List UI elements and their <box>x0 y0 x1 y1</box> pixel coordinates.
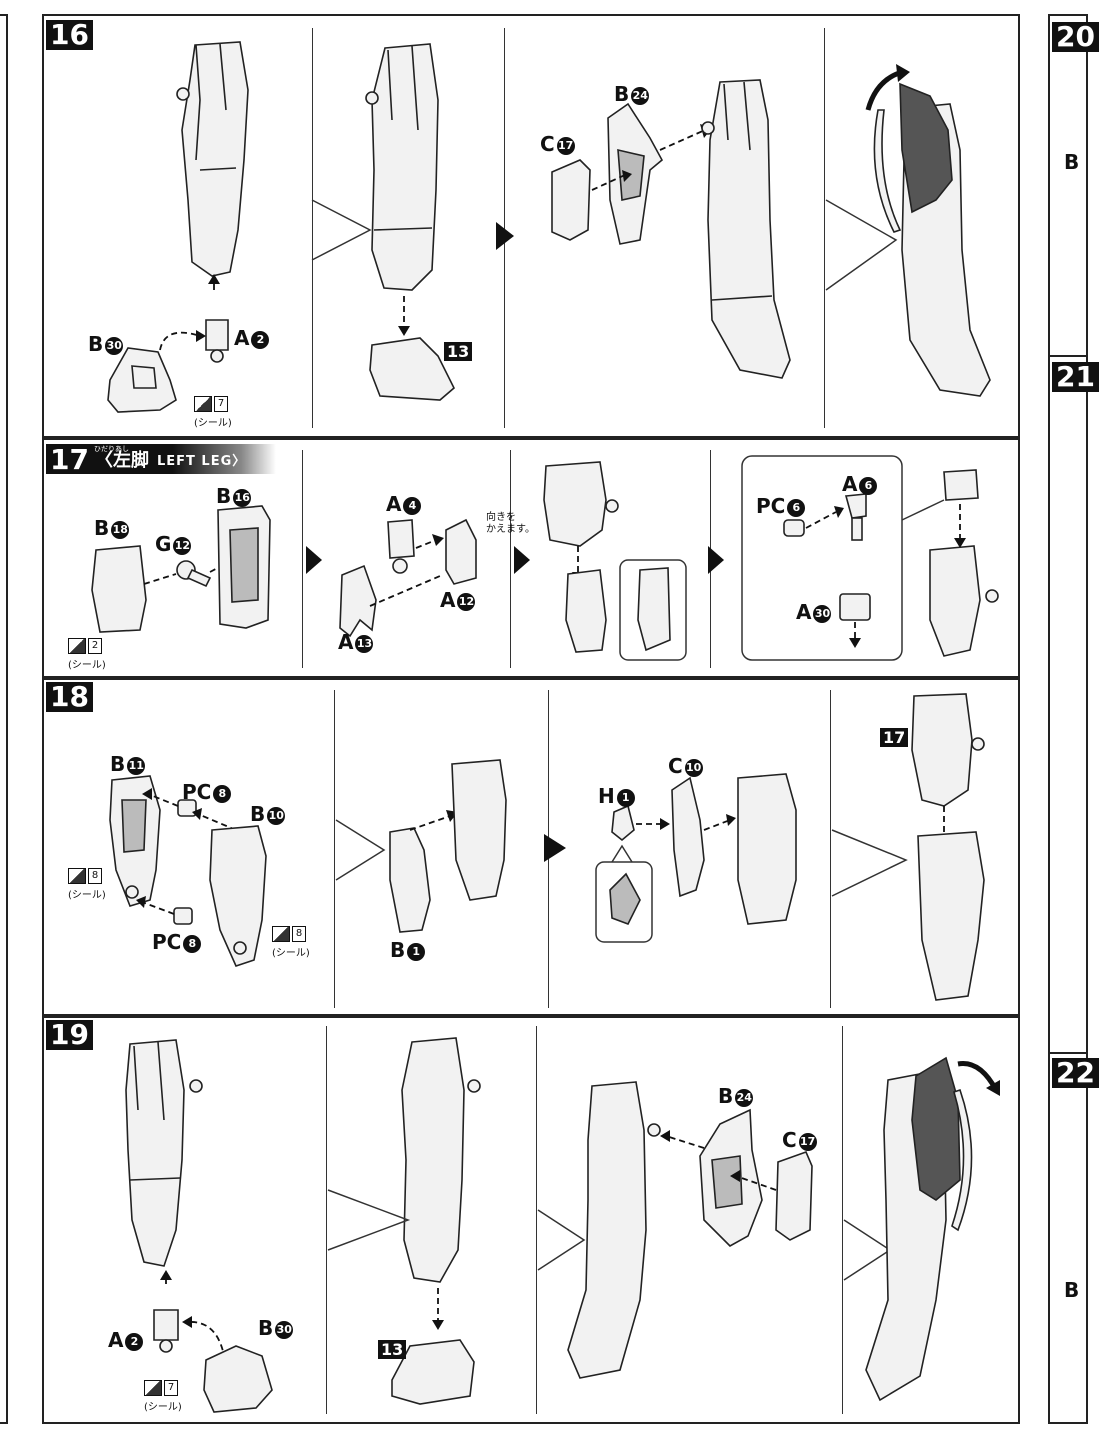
divider <box>536 1026 537 1414</box>
edge-divider-2 <box>1048 1052 1088 1054</box>
rotate-note: 向きを かえます。 <box>486 512 535 535</box>
divider <box>510 450 511 668</box>
seal-7: 7(シール) <box>144 1380 182 1413</box>
step-16-illustration <box>107 41 991 588</box>
seal-8-right: 8(シール) <box>272 926 310 959</box>
step-19-panel <box>42 1016 1020 1424</box>
seal-2: 2(シール) <box>68 638 106 671</box>
edge-label-b2: B <box>1064 1278 1080 1302</box>
divider <box>334 690 335 1008</box>
step-number-21: 21 <box>1052 362 1099 392</box>
step-number-19: 19 <box>46 1020 93 1050</box>
divider <box>326 1026 327 1414</box>
divider <box>504 28 505 428</box>
step-18-panel <box>42 678 1020 1016</box>
divider <box>312 28 313 428</box>
seal-8-left: 8(シール) <box>68 868 106 901</box>
step-number-20: 20 <box>1052 22 1099 52</box>
seal-7: 7(シール) <box>194 396 232 429</box>
divider <box>830 690 831 1008</box>
step-number-16: 16 <box>46 20 93 50</box>
edge-divider-1 <box>1048 355 1088 357</box>
step-number-18: 18 <box>46 682 93 712</box>
step-18-illustration <box>109 693 985 1001</box>
right-edge-panel <box>1048 14 1088 1424</box>
divider <box>824 28 825 428</box>
divider <box>302 450 303 668</box>
ref-step-17: 17 <box>880 728 909 747</box>
ref-step-13: 13 <box>378 1340 407 1359</box>
ref-step-13: 13 <box>444 342 473 361</box>
step-17-title: 17 〈左脚 LEFT LEG〉 <box>46 443 277 476</box>
divider <box>842 1026 843 1414</box>
step-17-illustration <box>91 455 999 661</box>
step-17-ruby: ひだりあし <box>94 446 129 453</box>
edge-label-b1: B <box>1064 150 1080 174</box>
left-edge-strip <box>0 14 8 1424</box>
step-number-22: 22 <box>1052 1058 1099 1088</box>
